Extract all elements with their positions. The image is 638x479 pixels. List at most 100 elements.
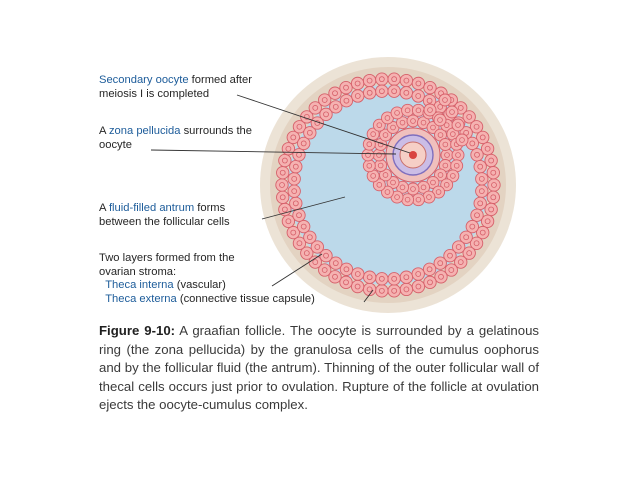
granulosa-cell [339,81,353,95]
granulosa-cell [375,284,389,298]
granulosa-cell [473,196,487,210]
granulosa-cell [446,169,460,183]
granulosa-cell [469,236,484,250]
granulosa-cell [372,148,386,162]
granulosa-cell [417,116,430,130]
figure-number: Figure 9-10: [99,323,176,338]
granulosa-cell [303,126,317,140]
granulosa-cell [423,275,437,289]
granulosa-cell [451,118,465,132]
granulosa-cell [440,178,454,192]
label-highlight: zona pellucida [108,125,181,137]
pointer-line-antrum [261,196,346,220]
granulosa-cell [289,196,303,210]
granulosa-cell [423,81,437,95]
pointer-line-theca-interna [271,253,323,287]
granulosa-cell [476,130,490,145]
granulosa-cell [292,148,306,162]
granulosa-cell [363,86,377,100]
granulosa-cell [470,148,484,162]
granulosa-cell [292,208,306,222]
granulosa-cell [375,84,389,98]
granulosa-cell [455,133,469,147]
granulosa-cell [328,270,342,284]
label-text: A [99,202,109,214]
label-text: ovarian stroma: [99,265,177,278]
granulosa-cell [375,272,389,286]
granulosa-cell [462,110,476,124]
granulosa-cell [387,284,401,298]
granulosa-cell [276,166,290,180]
granulosa-cell [487,178,501,192]
granulosa-cell [300,246,314,260]
granulosa-cell [462,246,476,260]
granulosa-cell [318,263,332,277]
theca-externa-highlight: Theca externa [105,292,177,305]
granulosa-cell [473,160,487,174]
granulosa-cell [459,230,473,244]
granulosa-cell [469,120,484,134]
granulosa-cell [423,103,437,117]
granulosa-cell [399,86,413,100]
label-text: forms [194,202,226,214]
granulosa-cell [329,256,343,270]
granulosa-cell [287,172,301,186]
granulosa-cell [310,240,324,254]
granulosa-cell [451,148,465,162]
granulosa-cell [289,160,303,174]
theca-interna-highlight: Theca interna [105,279,174,292]
granulosa-cell [484,153,498,168]
granulosa-cell [328,86,342,100]
granulosa-cell [411,267,425,281]
granulosa-cell [380,185,394,199]
graafian-follicle-diagram [150,57,516,313]
granulosa-cell [276,190,290,204]
label-text: (vascular) [173,279,226,292]
granulosa-cell [372,178,386,192]
granulosa-cell [339,275,353,289]
granulosa-cell [476,225,490,240]
granulosa-cell [297,136,311,151]
granulosa-cell [475,172,489,186]
granulosa-cell [399,282,414,297]
granulosa-cell [318,93,332,107]
granulosa-cell [475,184,489,198]
granulosa-cell [292,120,307,134]
label-text: between the follicular cells [99,215,230,228]
granulosa-cell [411,279,426,294]
label-theca-layers: Two layers formed from the ovarian strom… [99,252,315,306]
granulosa-cell [432,185,446,199]
granulosa-cell [440,148,454,162]
label-text: A [99,125,109,137]
granulosa-cell [452,240,466,254]
granulosa-cell [310,116,324,130]
granulosa-cell [374,159,388,172]
granulosa-cell [278,153,292,168]
granulosa-cell [319,107,333,121]
granulosa-cell [292,236,307,250]
granulosa-cell [443,249,457,263]
granulosa-cell [406,182,420,196]
granulosa-cell [361,148,375,162]
granulosa-cell [366,169,380,183]
granulosa-cell [351,89,365,103]
label-secondary-oocyte: Secondary oocyte formed after meiosis I … [99,74,252,101]
granulosa-cell [281,214,296,228]
granulosa-cell [401,103,415,117]
granulosa-cell [297,219,311,234]
figure-caption: Figure 9-10: A graafian follicle. The oo… [99,322,539,415]
granulosa-cell [390,106,404,120]
label-zona-pellucida: A zona pellucida surrounds the oocyte [99,125,252,152]
granulosa-cell [375,72,389,86]
label-antrum: A fluid-filled antrum forms between the … [99,202,230,229]
label-text: meiosis I is completed [99,87,210,100]
granulosa-cell [454,255,468,269]
granulosa-cell [350,279,365,294]
label-highlight: fluid-filled antrum [108,202,195,214]
label-text: surrounds the [180,125,253,137]
pointer-line-oocyte [236,94,411,154]
label-text: (connective tissue capsule) [176,292,315,305]
pointer-line-theca-externa [363,289,374,303]
granulosa-cell [480,214,495,228]
granulosa-cell [445,105,459,119]
